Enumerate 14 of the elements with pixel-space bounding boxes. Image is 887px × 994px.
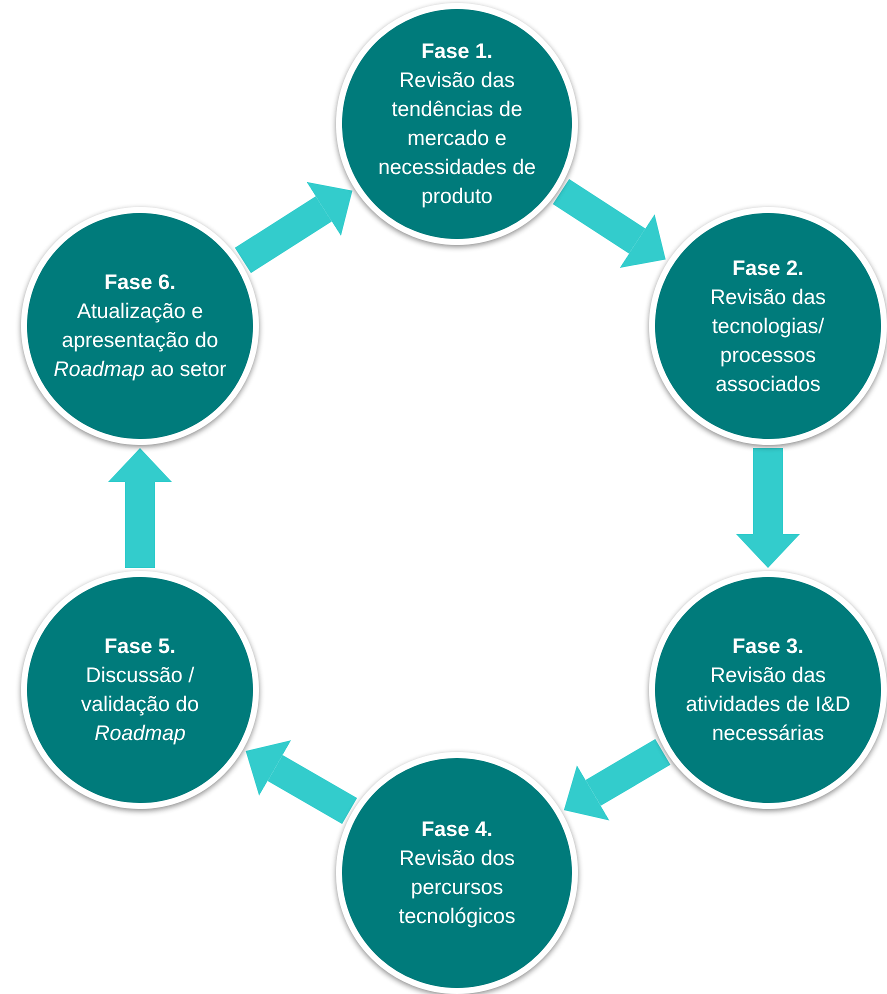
phase-title: Fase 4.	[421, 817, 493, 843]
phase-title: Fase 5.	[104, 634, 176, 660]
phase-title: Fase 6.	[104, 270, 176, 296]
block-arrow	[108, 448, 172, 568]
phase-title: Fase 2.	[732, 256, 804, 282]
block-arrow	[736, 448, 800, 568]
phase-description: Atualização e apresentação do Roadmap ao setor	[52, 299, 228, 383]
phase-description: Revisão das atividades de I&D necessárias	[684, 663, 852, 747]
phase-title: Fase 3.	[732, 634, 804, 660]
phase-description: Revisão das tecnologias/ processos associados	[709, 284, 827, 398]
phase-description: Discussão / validação do Roadmap	[80, 663, 200, 747]
phase-description: Revisão das tendências de mercado e necessidades de produto	[377, 68, 537, 210]
phase-title: Fase 1.	[421, 39, 493, 65]
phase-description: Revisão dos percursos tecnológicos	[398, 846, 516, 930]
